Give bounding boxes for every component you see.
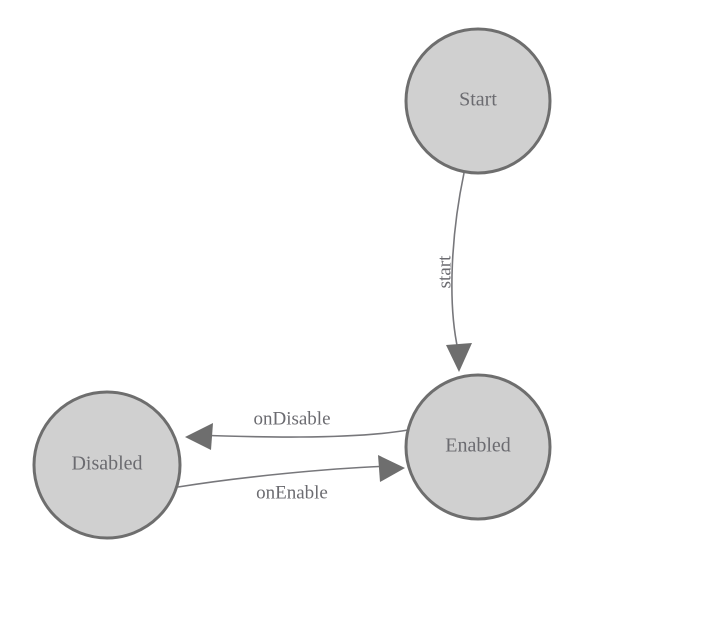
edge-enabled-to-disabled-path	[191, 429, 409, 438]
edge-label-on-disable: onDisable	[253, 408, 330, 429]
edge-disabled-to-enabled[interactable]: onEnable	[177, 455, 405, 503]
node-disabled-circle	[32, 390, 182, 540]
edge-label-on-enable: onEnable	[256, 482, 328, 503]
edge-enabled-to-disabled[interactable]: onDisable	[185, 408, 409, 450]
node-enabled-circle	[404, 373, 552, 521]
arrowhead-into-disabled	[185, 423, 213, 450]
arrowhead-into-enabled-left	[378, 455, 405, 482]
node-start[interactable]: Start	[404, 27, 552, 175]
arrowhead-into-enabled-top	[446, 343, 472, 372]
node-disabled[interactable]: Disabled	[32, 390, 182, 540]
edge-start-to-enabled-path	[451, 172, 465, 351]
node-start-label: Start	[459, 89, 497, 111]
node-enabled-label: Enabled	[445, 435, 511, 457]
edge-start-to-enabled[interactable]: start	[434, 172, 472, 372]
node-enabled[interactable]: Enabled	[404, 373, 552, 521]
edge-disabled-to-enabled-path	[177, 465, 393, 488]
edge-label-start: start	[434, 255, 455, 288]
node-start-circle	[404, 27, 552, 175]
node-disabled-label: Disabled	[71, 453, 142, 475]
